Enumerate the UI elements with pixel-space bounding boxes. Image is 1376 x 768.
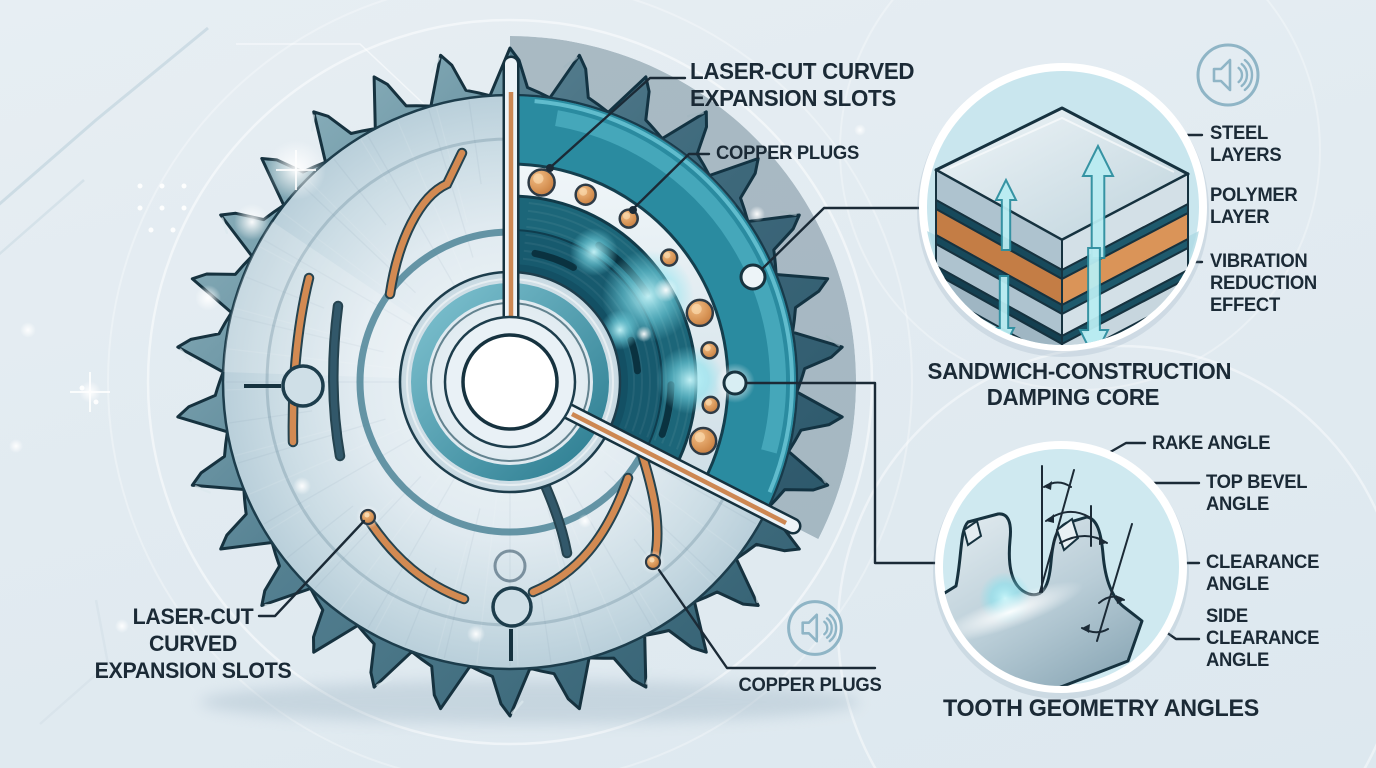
sandwich-inset [917, 63, 1209, 357]
label-line: STEEL [1210, 123, 1268, 144]
sandwich-callout-marker [739, 263, 767, 291]
title-line: SANDWICH-CONSTRUCTION [927, 358, 1232, 384]
label-line: RAKE ANGLE [1152, 433, 1271, 454]
label-line: REDUCTION [1210, 273, 1317, 294]
label-line: LAYERS [1210, 145, 1282, 166]
label-line: EXPANSION SLOTS [690, 85, 896, 111]
label-line: ANGLE [1206, 574, 1270, 595]
label-top-bevel-angle: TOP BEVEL ANGLE [1206, 472, 1307, 516]
label-vibration-reduction: VIBRATION REDUCTION EFFECT [1210, 251, 1317, 317]
label-line: LASER-CUT [132, 604, 254, 629]
label-line: COPPER PLUGS [716, 143, 859, 164]
title-line: TOOTH GEOMETRY ANGLES [943, 695, 1259, 722]
speaker-icons [787, 43, 1260, 656]
light-glints [9, 124, 866, 643]
label-line: ANGLE [1206, 650, 1270, 671]
label-line: COPPER PLUGS [738, 675, 882, 696]
label-line: ANGLE [1206, 494, 1270, 515]
label-line: SIDE [1206, 606, 1248, 627]
label-line: LASER-CUT CURVED [690, 58, 915, 84]
title-line: DAMPING CORE [986, 384, 1160, 410]
core-callout-marker [722, 370, 748, 396]
arbor-hole [443, 315, 577, 449]
blade-shadow [200, 680, 860, 724]
label-side-clearance-angle: SIDE CLEARANCE ANGLE [1206, 606, 1319, 672]
label-line: TOP BEVEL [1206, 472, 1308, 493]
label-polymer-layer: POLYMER LAYER [1210, 185, 1298, 229]
speaker-icon [787, 600, 843, 656]
label-rake-angle: RAKE ANGLE [1152, 433, 1271, 455]
label-clearance-angle: CLEARANCE ANGLE [1206, 552, 1319, 596]
label-line: CLEARANCE [1206, 628, 1320, 649]
label-steel-layers: STEEL LAYERS [1210, 123, 1282, 167]
label-line: CURVED [149, 631, 237, 656]
label-line: LAYER [1210, 207, 1270, 228]
label-expansion-slots-top: LASER-CUT CURVED EXPANSION SLOTS [690, 58, 915, 112]
label-line: CLEARANCE [1206, 552, 1320, 573]
label-line: EXPANSION SLOTS [94, 658, 292, 683]
cutaway-cross-section [502, 55, 802, 535]
label-line: EFFECT [1210, 295, 1280, 316]
title-sandwich-core: SANDWICH-CONSTRUCTION DAMPING CORE [927, 358, 1232, 410]
title-tooth-geometry: TOOTH GEOMETRY ANGLES [943, 696, 1259, 722]
tooth-geometry-inset [933, 441, 1189, 699]
label-line: POLYMER [1210, 185, 1298, 206]
speaker-icon [1196, 43, 1260, 107]
callout-markers [715, 263, 767, 403]
label-copper-plugs-bottom: COPPER PLUGS [689, 675, 932, 697]
label-line: VIBRATION [1210, 251, 1308, 272]
label-copper-plugs-top: COPPER PLUGS [716, 143, 859, 165]
label-expansion-slots-bottom: LASER-CUT CURVED EXPANSION SLOTS [48, 603, 339, 684]
